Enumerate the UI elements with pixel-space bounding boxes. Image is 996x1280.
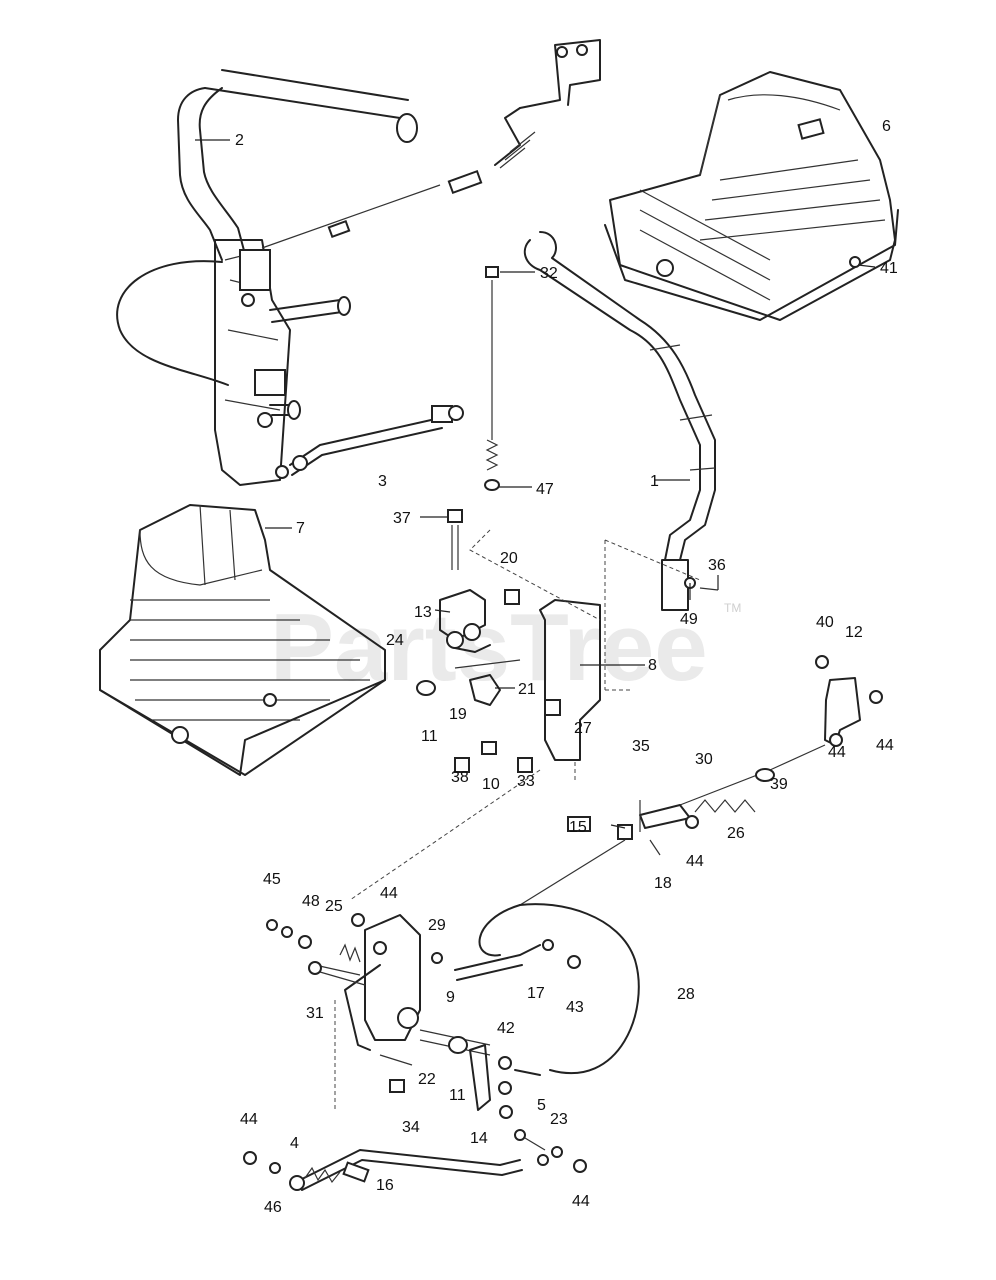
callout-5: 5 xyxy=(537,1097,546,1114)
callout-47: 47 xyxy=(536,481,554,498)
callout-39: 39 xyxy=(770,776,788,793)
callout-21: 21 xyxy=(518,681,536,698)
callout-9: 9 xyxy=(446,989,455,1006)
callout-44f: 44 xyxy=(572,1193,590,1210)
callout-1: 1 xyxy=(650,473,659,490)
callout-25: 25 xyxy=(325,898,343,915)
callout-16: 16 xyxy=(376,1177,394,1194)
callout-30: 30 xyxy=(695,751,713,768)
upper-cable-rod xyxy=(261,39,601,249)
callout-37: 37 xyxy=(393,510,411,527)
callout-44d: 44 xyxy=(380,885,398,902)
callout-24: 24 xyxy=(386,632,404,649)
part-3-rod xyxy=(289,405,464,476)
callout-15: 15 xyxy=(569,819,587,836)
callout-38: 38 xyxy=(451,769,469,786)
callout-19: 19 xyxy=(449,706,467,723)
callout-28: 28 xyxy=(677,986,695,1003)
upper-control-assembly xyxy=(214,239,351,486)
callout-23: 23 xyxy=(550,1111,568,1128)
dashed-guides xyxy=(334,529,701,1110)
callout-10: 10 xyxy=(482,776,500,793)
part-2-handle xyxy=(177,69,418,261)
callout-11b: 11 xyxy=(449,1087,466,1104)
right-linkage xyxy=(519,655,883,906)
lower-rod xyxy=(243,1129,587,1191)
callout-26: 26 xyxy=(727,825,745,842)
callout-29: 29 xyxy=(428,917,446,934)
callout-4: 4 xyxy=(290,1135,299,1152)
callout-14: 14 xyxy=(470,1130,488,1147)
lower-assembly xyxy=(266,903,640,1119)
callout-35: 35 xyxy=(632,738,650,755)
callout-43: 43 xyxy=(566,999,584,1016)
callout-3: 3 xyxy=(378,473,387,490)
callout-32: 32 xyxy=(540,265,558,282)
callout-labels: 2 6 41 32 3 47 1 37 7 20 36 13 49 40 12 … xyxy=(235,118,898,1216)
callout-22: 22 xyxy=(418,1071,436,1088)
callout-42: 42 xyxy=(497,1020,515,1037)
callout-44a: 44 xyxy=(876,737,894,754)
callout-33: 33 xyxy=(517,773,535,790)
watermark-trademark: TM xyxy=(724,601,741,615)
callout-17: 17 xyxy=(527,985,545,1002)
callout-7: 7 xyxy=(296,520,305,537)
callout-49: 49 xyxy=(680,611,698,628)
callout-20: 20 xyxy=(500,550,518,567)
center-linkage xyxy=(416,266,601,832)
callout-44c: 44 xyxy=(686,853,704,870)
part-7-boot xyxy=(99,504,386,776)
callout-40: 40 xyxy=(816,614,834,631)
callout-8: 8 xyxy=(648,657,657,674)
part-6-boot xyxy=(604,71,899,321)
callout-44e: 44 xyxy=(240,1111,258,1128)
upper-cable-loop xyxy=(116,260,229,386)
callout-31: 31 xyxy=(306,1005,324,1022)
leader-lines xyxy=(195,139,876,829)
callout-12: 12 xyxy=(845,624,863,641)
callout-36: 36 xyxy=(708,557,726,574)
callout-11a: 11 xyxy=(421,728,438,745)
callout-48: 48 xyxy=(302,893,320,910)
callout-34: 34 xyxy=(402,1119,420,1136)
callout-46: 46 xyxy=(264,1199,282,1216)
callout-45: 45 xyxy=(263,871,281,888)
part-1-handle xyxy=(523,231,719,611)
callout-2: 2 xyxy=(235,132,244,149)
callout-27: 27 xyxy=(574,720,592,737)
callout-44b: 44 xyxy=(828,744,846,761)
callout-18: 18 xyxy=(654,875,672,892)
watermark-text: PartsTree xyxy=(270,594,708,701)
callout-6: 6 xyxy=(882,118,891,135)
callout-41: 41 xyxy=(880,260,898,277)
callout-13: 13 xyxy=(414,604,432,621)
